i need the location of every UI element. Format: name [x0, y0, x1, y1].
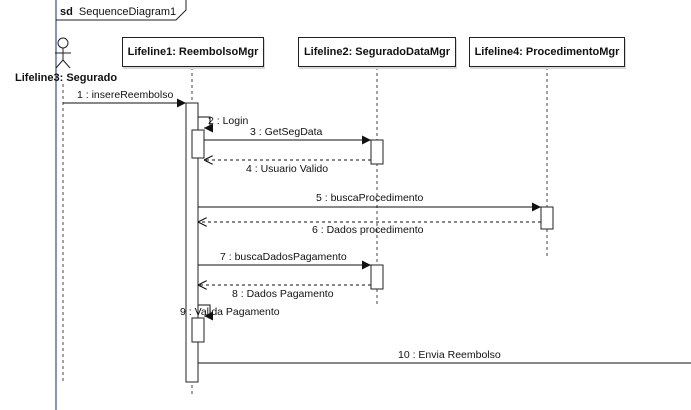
activation-bar-L2-pagamento — [370, 264, 384, 290]
actor-stick-figure — [55, 37, 71, 69]
message-label-7: 7 : buscaDadosPagamento — [220, 251, 347, 263]
message-label-1: 1 : insereReembolso — [77, 89, 174, 101]
frame-tab-outline — [56, 0, 187, 21]
message-label-8: 8 : Dados Pagamento — [232, 288, 334, 300]
message-label-3: 3 : GetSegData — [250, 126, 323, 138]
message-label-6: 6 : Dados procedimento — [312, 224, 424, 236]
activation-bar-L4 — [540, 206, 554, 230]
activation-bar-L1-valida — [191, 317, 205, 343]
message-label-9: 9 : Valida Pagamento — [180, 306, 280, 318]
lifeline-head-L1[interactable]: Lifeline1: ReembolsoMgr — [122, 37, 264, 67]
frame-title: SequenceDiagram1 — [78, 6, 177, 18]
message-label-10: 10 : Envia Reembolso — [398, 349, 501, 361]
frame-tab: sd SequenceDiagram1 — [60, 4, 176, 20]
lifeline-head-L2[interactable]: Lifeline2: SeguradoDataMgr — [298, 37, 456, 67]
message-arrow-9 — [198, 304, 213, 321]
lifeline-head-L4[interactable]: Lifeline4: ProcedimentoMgr — [469, 37, 625, 67]
activation-bar-L2-getseg — [370, 139, 384, 165]
activation-bar-L1-main — [185, 102, 199, 383]
message-label-2: 2 : Login — [208, 115, 249, 127]
message-label-4: 4 : Usuario Valido — [246, 163, 329, 175]
activation-bar-L1-login — [191, 129, 205, 159]
frame-keyword: sd — [60, 6, 73, 18]
actor-label[interactable]: Lifeline3: Segurado — [15, 72, 118, 84]
message-arrow-2 — [198, 116, 213, 133]
message-label-5: 5 : buscaProcedimento — [316, 192, 424, 204]
